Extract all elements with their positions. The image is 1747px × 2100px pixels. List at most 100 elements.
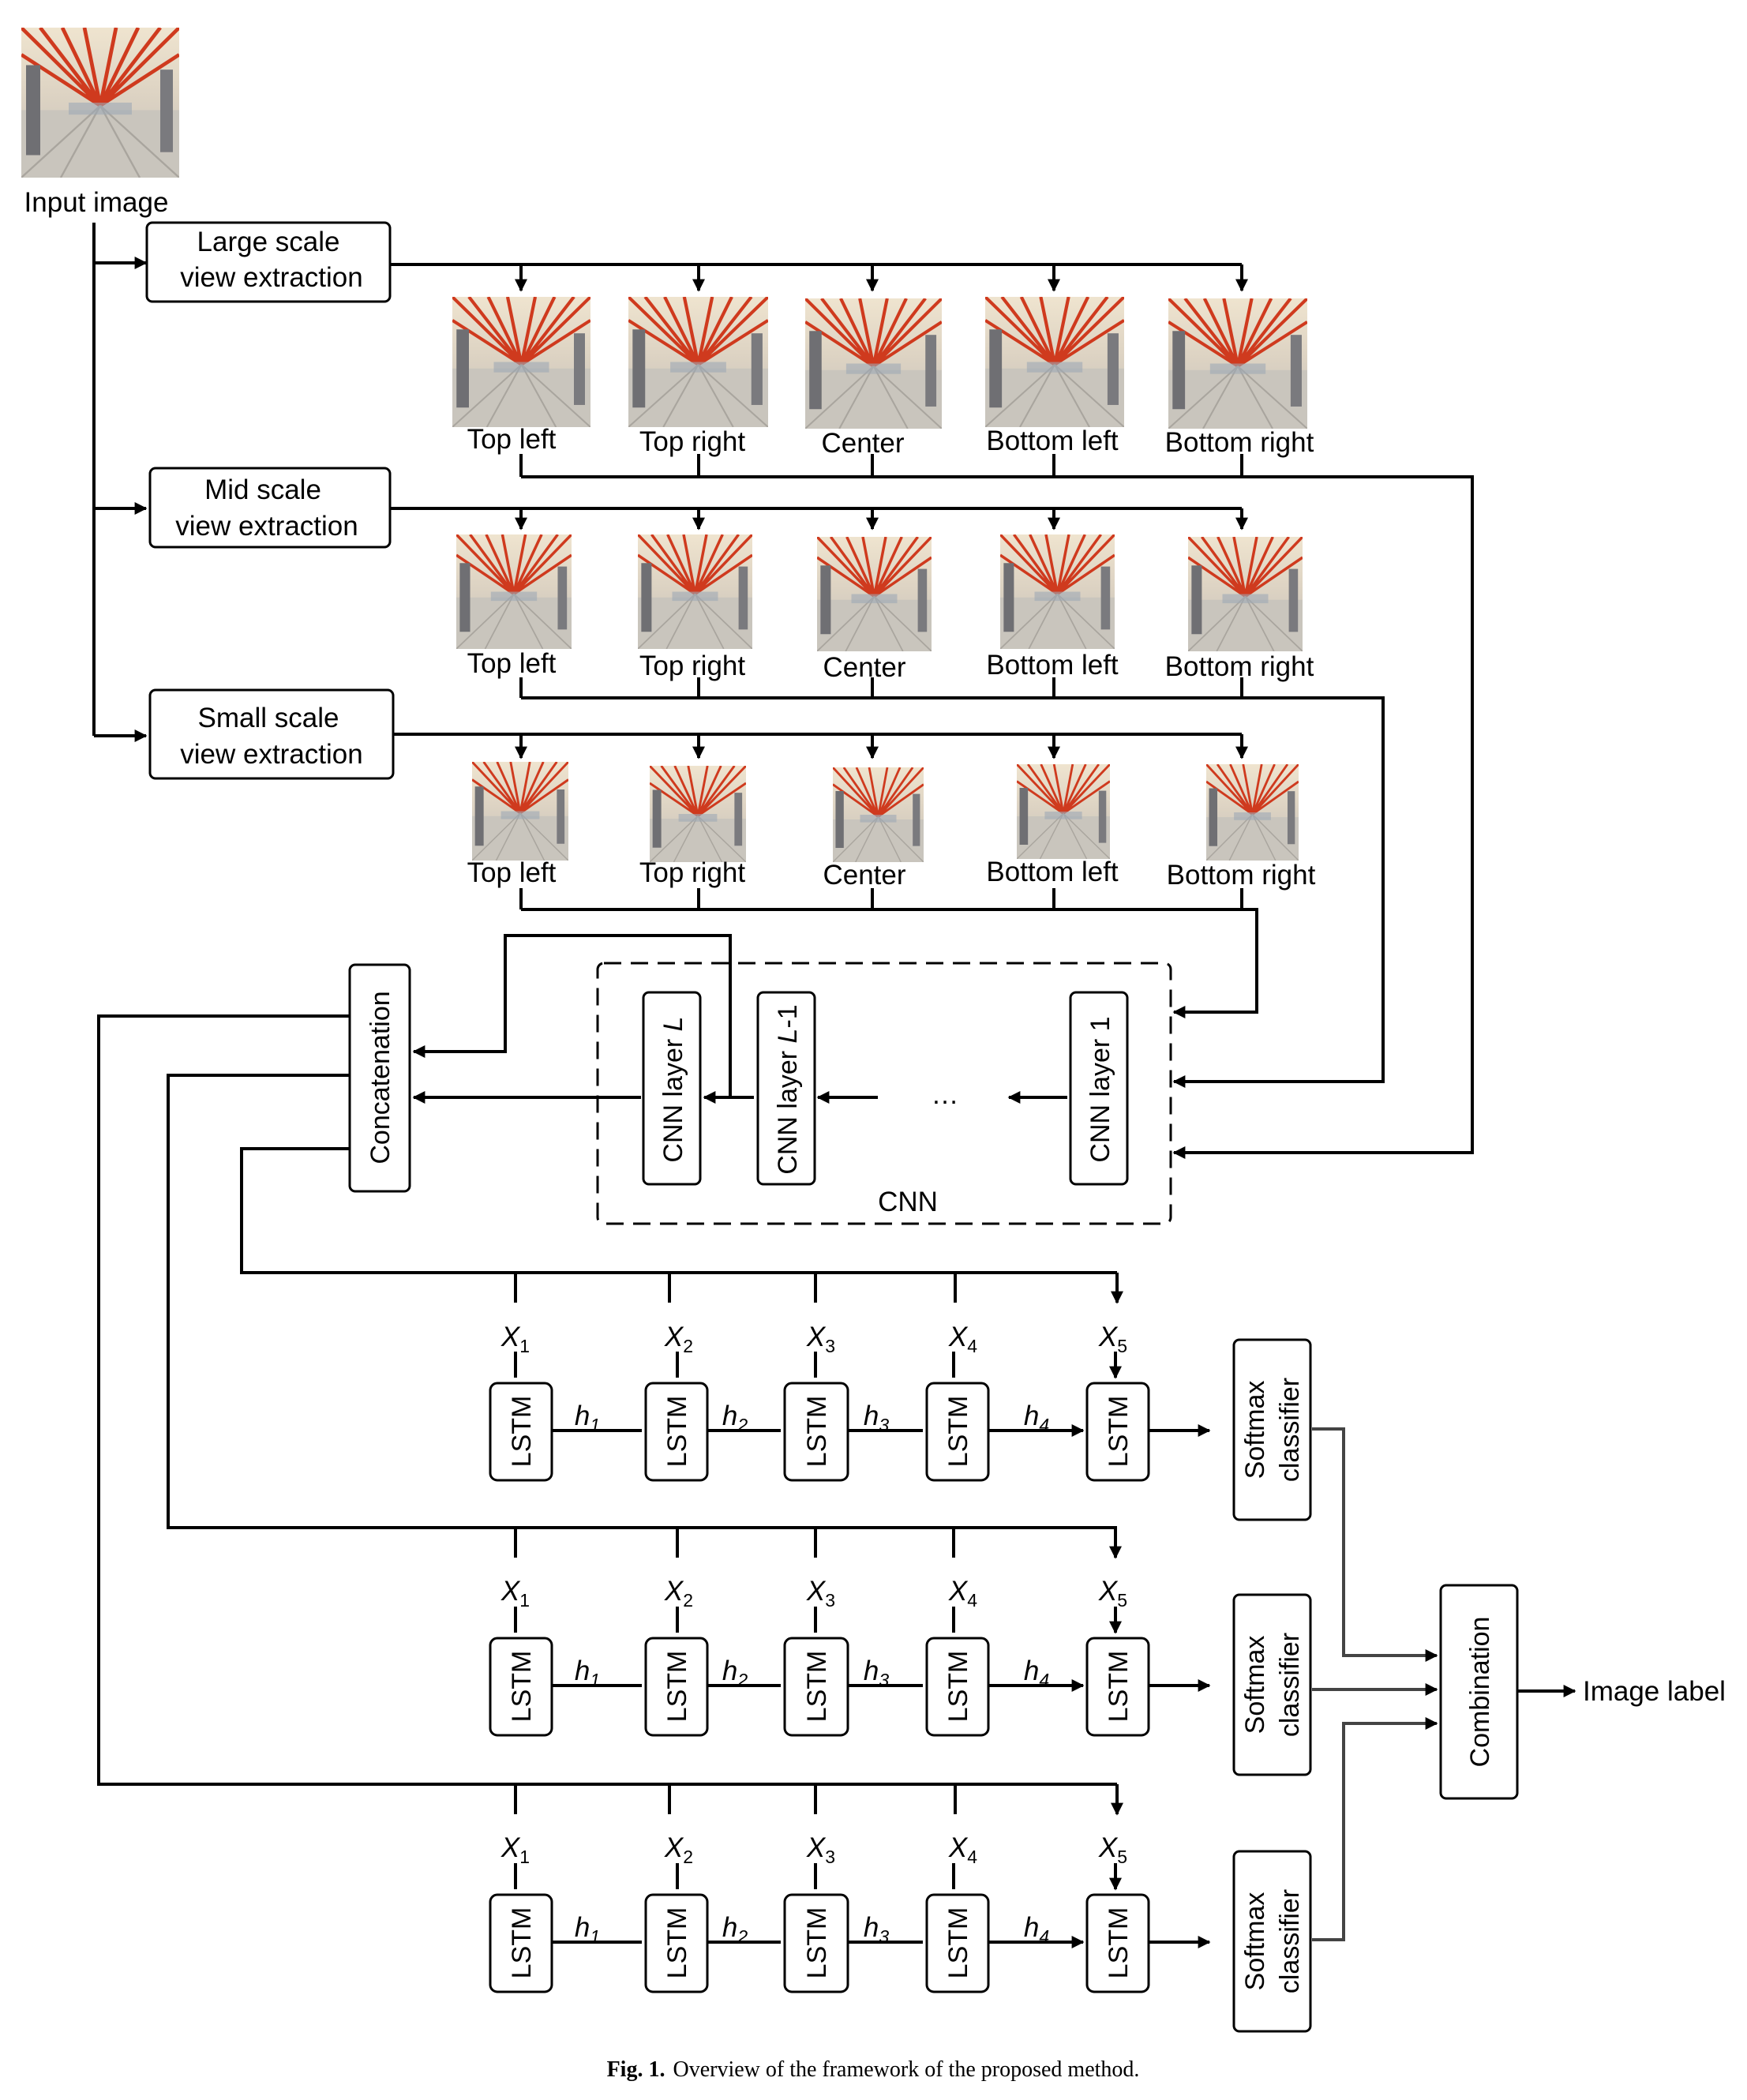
large-scale-extraction-box: Large scale view extraction (145, 221, 392, 303)
svg-text:X2: X2 (664, 1576, 693, 1611)
svg-text:h4: h4 (1024, 1912, 1049, 1947)
svg-text:X2: X2 (664, 1832, 693, 1867)
large-view-label-bottom-left: Bottom left (986, 426, 1119, 456)
svg-text:h3: h3 (864, 1912, 889, 1947)
mid-view-bottom-right (1188, 537, 1303, 651)
cnn-ellipsis: … (932, 1079, 959, 1110)
figure-caption: Fig. 1.Overview of the framework of the … (607, 2057, 1140, 2082)
input-image-label: Input image (24, 187, 169, 218)
svg-text:classifier: classifier (1275, 1633, 1305, 1737)
mid-view-top-right (638, 534, 752, 649)
svg-text:classifier: classifier (1275, 1378, 1305, 1482)
cnn-block: CNN (596, 962, 1172, 1225)
mid-view-label-top-right: Top right (639, 651, 746, 681)
svg-text:Combination: Combination (1465, 1617, 1495, 1768)
svg-text:view extraction: view extraction (180, 262, 362, 293)
svg-text:LSTM: LSTM (662, 1907, 692, 1979)
svg-text:X3: X3 (806, 1322, 835, 1356)
svg-text:Mid scale: Mid scale (204, 474, 321, 505)
svg-text:h2: h2 (722, 1912, 748, 1947)
svg-text:h2: h2 (722, 1401, 748, 1435)
svg-text:X1: X1 (500, 1832, 530, 1867)
mid-scale-extraction-box: Mid scale view extraction (148, 467, 392, 549)
softmax-classifier-3: Softmax classifier (1232, 1850, 1312, 2033)
small-view-label-bottom-right: Bottom right (1167, 860, 1316, 891)
svg-text:h4: h4 (1024, 1656, 1049, 1690)
svg-text:h1: h1 (575, 1912, 600, 1947)
svg-text:X4: X4 (948, 1832, 977, 1867)
mid-view-top-left (456, 534, 572, 649)
svg-text:LSTM: LSTM (802, 1396, 832, 1468)
svg-text:Large scale: Large scale (197, 227, 340, 257)
svg-text:X4: X4 (948, 1322, 977, 1356)
mid-view-label-top-left: Top left (467, 648, 557, 679)
svg-text:view extraction: view extraction (180, 739, 362, 770)
small-view-top-left (472, 762, 568, 861)
large-view-label-center: Center (821, 428, 904, 459)
softmax-classifier-1: Softmax classifier (1232, 1338, 1312, 1521)
input-image (21, 28, 179, 178)
mid-view-label-bottom-right: Bottom right (1165, 651, 1314, 682)
concatenation-box: Concatenation (348, 963, 411, 1193)
svg-text:LSTM: LSTM (943, 1651, 973, 1723)
svg-text:LSTM: LSTM (802, 1651, 832, 1723)
svg-text:X1: X1 (500, 1576, 530, 1611)
small-view-bottom-left (1017, 764, 1110, 859)
small-view-label-bottom-left: Bottom left (986, 857, 1119, 887)
svg-text:LSTM: LSTM (507, 1396, 537, 1468)
large-view-label-top-right: Top right (639, 426, 746, 457)
svg-text:LSTM: LSTM (1104, 1907, 1134, 1979)
large-view-center (805, 298, 942, 429)
svg-text:LSTM: LSTM (943, 1396, 973, 1468)
svg-text:LSTM: LSTM (1104, 1651, 1134, 1723)
svg-text:CNN layer L: CNN layer L (658, 1016, 688, 1162)
svg-text:Small scale: Small scale (198, 703, 339, 733)
mid-view-label-bottom-left: Bottom left (986, 650, 1119, 681)
small-view-label-top-right: Top right (639, 857, 746, 888)
svg-text:h1: h1 (575, 1656, 600, 1690)
svg-text:X5: X5 (1098, 1576, 1127, 1611)
lstm-chain-3: X1 X2 X3 X4 X5 LSTM LSTM LSTM LSTM LSTM … (489, 1784, 1211, 1993)
svg-text:Softmax: Softmax (1240, 1381, 1270, 1479)
svg-text:X2: X2 (664, 1322, 693, 1356)
svg-text:X3: X3 (806, 1576, 835, 1611)
image-label-output: Image label (1583, 1676, 1726, 1707)
cnn-layer-L: CNN layer L (642, 991, 702, 1186)
svg-text:X5: X5 (1098, 1322, 1127, 1356)
large-view-bottom-right (1168, 298, 1307, 429)
svg-text:X1: X1 (500, 1322, 530, 1356)
svg-text:X3: X3 (806, 1832, 835, 1867)
svg-text:LSTM: LSTM (943, 1907, 973, 1979)
large-view-top-right (628, 297, 768, 427)
svg-text:LSTM: LSTM (507, 1651, 537, 1723)
softmax-classifier-2: Softmax classifier (1232, 1593, 1312, 1776)
large-view-label-bottom-right: Bottom right (1165, 427, 1314, 458)
cnn-layer-1: CNN layer 1 (1069, 991, 1129, 1186)
small-view-label-center: Center (823, 860, 905, 891)
svg-text:Concatenation: Concatenation (366, 991, 396, 1164)
lstm-chain-2: X1 X2 X3 X4 X5 LSTM LSTM LSTM LSTM LSTM … (489, 1528, 1211, 1737)
svg-text:h3: h3 (864, 1656, 889, 1690)
svg-text:h2: h2 (722, 1656, 748, 1690)
svg-text:classifier: classifier (1275, 1889, 1305, 1993)
svg-text:Softmax: Softmax (1240, 1636, 1270, 1734)
svg-text:Softmax: Softmax (1240, 1892, 1270, 1991)
svg-text:LSTM: LSTM (662, 1651, 692, 1723)
small-view-top-right (650, 766, 746, 862)
svg-text:X4: X4 (948, 1576, 977, 1611)
large-view-label-top-left: Top left (467, 424, 557, 455)
svg-text:h4: h4 (1024, 1401, 1049, 1435)
svg-text:view extraction: view extraction (175, 511, 358, 542)
mid-view-bottom-left (1000, 534, 1115, 649)
small-view-bottom-right (1206, 764, 1299, 861)
svg-text:LSTM: LSTM (507, 1907, 537, 1979)
svg-text:CNN layer 1: CNN layer 1 (1085, 1016, 1115, 1162)
large-view-top-left (452, 297, 590, 427)
cnn-layer-L-minus-1: CNN layer L-1 (756, 991, 816, 1186)
svg-text:X5: X5 (1098, 1832, 1127, 1867)
svg-text:LSTM: LSTM (1104, 1396, 1134, 1468)
svg-text:h3: h3 (864, 1401, 889, 1435)
lstm-chain-1: X1 X2 X3 X4 X5 LSTM LSTM LSTM LSTM LSTM … (489, 1273, 1211, 1482)
mid-view-label-center: Center (823, 652, 905, 683)
